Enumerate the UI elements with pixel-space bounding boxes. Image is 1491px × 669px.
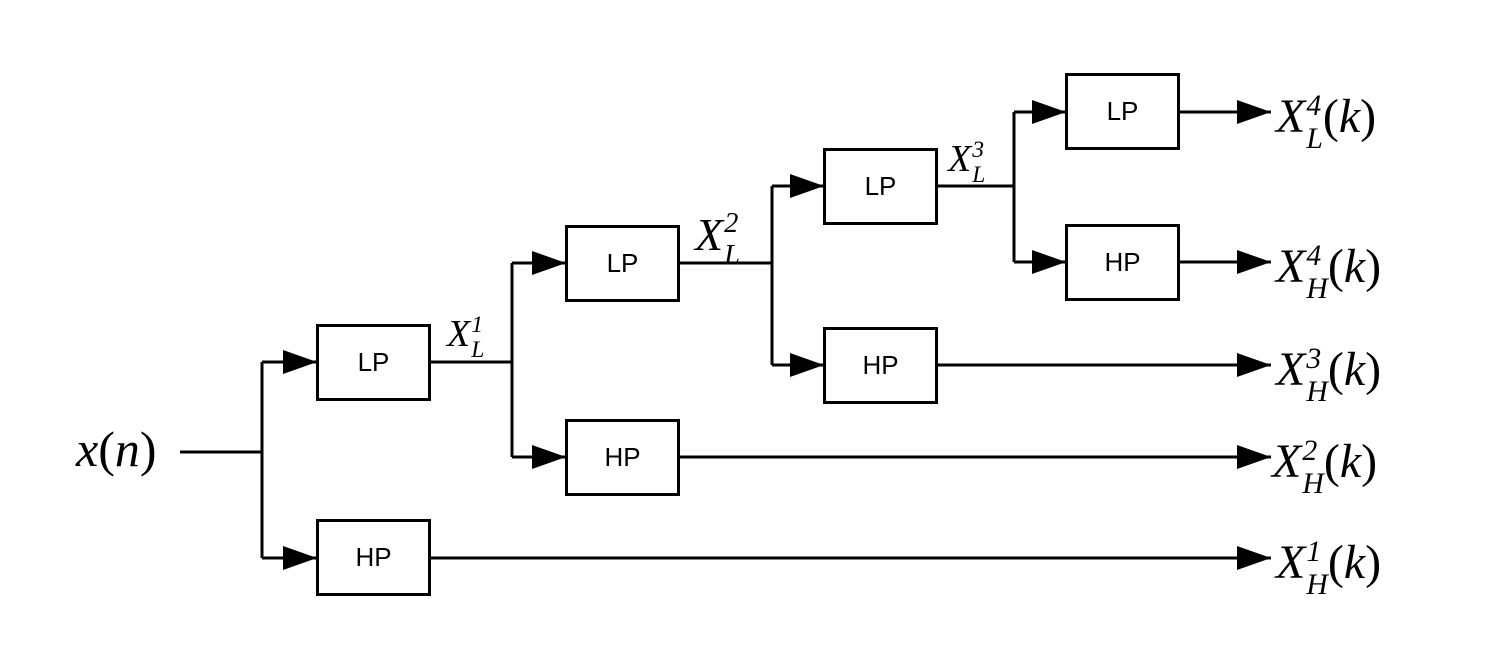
highpass-filter-stage-1: HP bbox=[316, 519, 431, 596]
xh3-subscript: H bbox=[1306, 375, 1328, 409]
xl2-base: X bbox=[695, 208, 724, 260]
lowpass-filter-stage-4: LP bbox=[1065, 73, 1180, 150]
input-signal-name: x bbox=[76, 421, 99, 477]
xh4-base: X bbox=[1276, 239, 1306, 293]
xl2-superscript: 2 bbox=[724, 208, 739, 240]
xl4-arg: k bbox=[1338, 89, 1361, 143]
xl1-superscript: 1 bbox=[471, 311, 483, 338]
xh1-base: X bbox=[1276, 535, 1306, 589]
xh3-superscript: 3 bbox=[1306, 342, 1322, 376]
xh1-arg: k bbox=[1343, 535, 1366, 589]
xh2-superscript: 2 bbox=[1302, 434, 1318, 468]
lowpass-filter-stage-2: LP bbox=[565, 225, 680, 302]
xh3-arg: k bbox=[1343, 342, 1366, 396]
input-signal-label: x(n) bbox=[76, 421, 157, 477]
xh1-subscript: H bbox=[1306, 568, 1328, 602]
highpass-filter-stage-4: HP bbox=[1065, 224, 1180, 301]
xh2-subscript: H bbox=[1302, 467, 1324, 501]
xh4-superscript: 4 bbox=[1306, 239, 1322, 273]
highpass-filter-stage-3: HP bbox=[823, 327, 938, 404]
lowpass-filter-stage-3: LP bbox=[823, 148, 938, 225]
lowpass-filter-stage-1: LP bbox=[316, 324, 431, 401]
xl3-subscript: L bbox=[972, 162, 986, 189]
xl1-base: X bbox=[447, 312, 471, 355]
xh2-arg: k bbox=[1339, 434, 1362, 488]
input-signal-arg: n bbox=[114, 421, 140, 477]
xl3-base: X bbox=[948, 137, 972, 180]
xl2-subscript: L bbox=[724, 239, 740, 271]
xh4-arg: k bbox=[1343, 239, 1366, 293]
xh2-base: X bbox=[1272, 434, 1302, 488]
xl4-subscript: L bbox=[1306, 122, 1323, 156]
xl3-superscript: 3 bbox=[972, 136, 984, 163]
xl1-subscript: L bbox=[471, 337, 485, 364]
xh1-superscript: 1 bbox=[1306, 535, 1322, 569]
xl4-base: X bbox=[1276, 89, 1306, 143]
xh3-base: X bbox=[1276, 342, 1306, 396]
xl4-superscript: 4 bbox=[1306, 89, 1322, 123]
xh4-subscript: H bbox=[1306, 272, 1328, 306]
highpass-filter-stage-2: HP bbox=[565, 419, 680, 496]
